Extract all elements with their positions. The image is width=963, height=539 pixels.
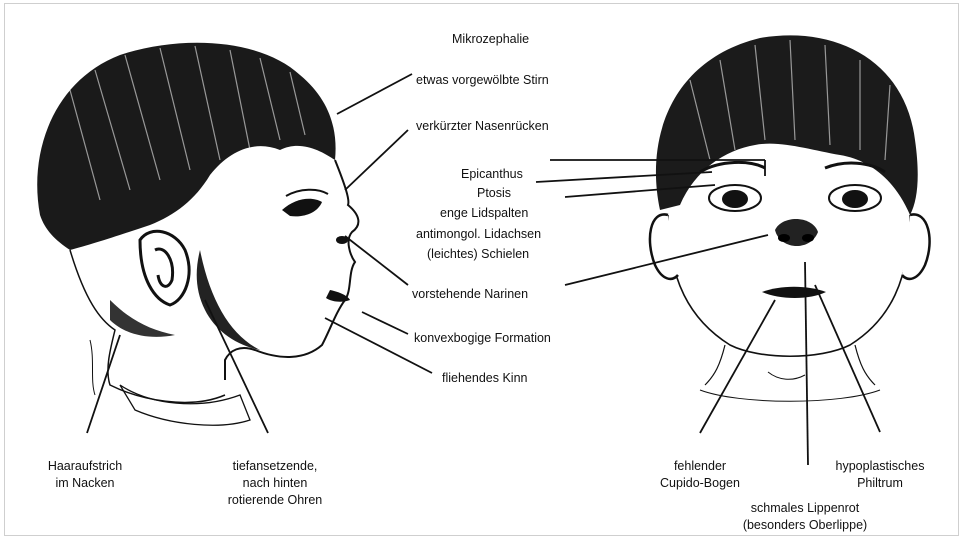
frontal-head-drawing [650,35,930,401]
leader-stirn [337,74,412,114]
leader-ohren [205,300,268,433]
label-kinn: fliehendes Kinn [442,370,527,387]
label-stirn: etwas vorgewölbte Stirn [416,72,549,89]
label-lippenrot-line1: schmales Lippenrot [725,500,885,517]
label-ohren: tiefansetzende, nach hinten rotierende O… [210,458,340,509]
label-ohren-line3: rotierende Ohren [210,492,340,509]
label-konvex: konvexbogige Formation [414,330,551,347]
label-ohren-line1: tiefansetzende, [210,458,340,475]
label-cupido-line1: fehlender [645,458,755,475]
label-ptosis: Ptosis [477,185,511,202]
label-ohren-line2: nach hinten [210,475,340,492]
label-philtrum-line1: hypoplastisches [815,458,945,475]
leader-lidspalten [565,185,715,197]
label-epicanthus: Epicanthus [461,166,523,183]
label-lippenrot-line2: (besonders Oberlippe) [725,517,885,534]
label-lidachsen: antimongol. Lidachsen [416,226,541,243]
leader-cupido [700,300,775,433]
label-nasenruecken: verkürzter Nasenrücken [416,118,549,135]
label-narinen: vorstehende Narinen [412,286,528,303]
label-mikrozephalie: Mikrozephalie [452,31,529,48]
leader-nasenruecken [345,130,408,190]
label-philtrum-line2: Philtrum [815,475,945,492]
leader-philtrum [815,285,880,432]
label-haaraufstrich-line1: Haaraufstrich [30,458,140,475]
label-haaraufstrich: Haaraufstrich im Nacken [30,458,140,492]
label-schielen: (leichtes) Schielen [427,246,529,263]
profile-head-drawing [37,43,358,425]
label-philtrum: hypoplastisches Philtrum [815,458,945,492]
label-cupido-line2: Cupido-Bogen [645,475,755,492]
label-lippenrot: schmales Lippenrot (besonders Oberlippe) [725,500,885,534]
label-lidspalten: enge Lidspalten [440,205,528,222]
label-haaraufstrich-line2: im Nacken [30,475,140,492]
label-cupido: fehlender Cupido-Bogen [645,458,755,492]
leader-konvex [362,312,408,334]
